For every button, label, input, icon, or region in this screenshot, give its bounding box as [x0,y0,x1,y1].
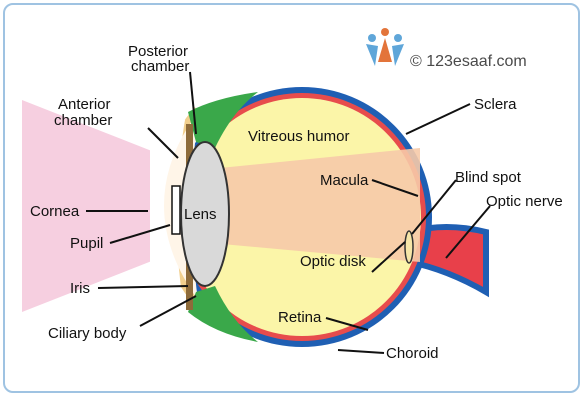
people-logo-icon [366,28,404,66]
ciliary-body-bottom [188,286,258,342]
optic-nerve-line [445,205,491,259]
watermark: © 123esaaf.com [366,28,527,70]
label-anterior-chamber-1: Anterior [58,96,111,113]
label-optic-nerve: Optic nerve [486,193,563,210]
light-cone [200,148,420,262]
iris-bottom [186,258,193,310]
label-retina: Retina [278,309,322,326]
label-anterior-chamber-2: chamber [54,112,112,129]
optic-disk-line [371,241,406,273]
label-lens: Lens [184,206,217,223]
posterior-chamber-line [189,71,197,135]
choroid-line [337,349,385,354]
ciliary-body-top [188,92,258,148]
label-posterior-chamber-1: Posterior [128,43,188,60]
label-posterior-chamber-2: chamber [131,58,189,75]
label-vitreous-humor: Vitreous humor [248,128,349,145]
lens-shape [180,141,230,287]
retina-line [325,317,369,331]
sclera-line [405,103,471,135]
optic-disk-shape [404,230,414,264]
macula-line [371,179,419,197]
label-pupil: Pupil [70,235,103,252]
iris-line [97,285,189,289]
label-iris: Iris [70,280,90,297]
label-choroid: Choroid [386,345,439,362]
pupil-marker [171,185,181,235]
pupil-line [109,224,171,244]
label-macula: Macula [320,172,369,189]
label-cornea: Cornea [30,203,80,220]
label-blind-spot: Blind spot [455,169,522,186]
iris-top [186,124,193,176]
ciliary-body-line [139,295,197,327]
anterior-chamber-line [147,127,179,159]
leader-lines [86,71,491,354]
label-sclera: Sclera [474,96,517,113]
label-optic-disk: Optic disk [300,253,366,270]
blind-spot-line [411,179,457,235]
watermark-text: © 123esaaf.com [410,53,527,70]
label-ciliary-body: Ciliary body [48,325,127,342]
